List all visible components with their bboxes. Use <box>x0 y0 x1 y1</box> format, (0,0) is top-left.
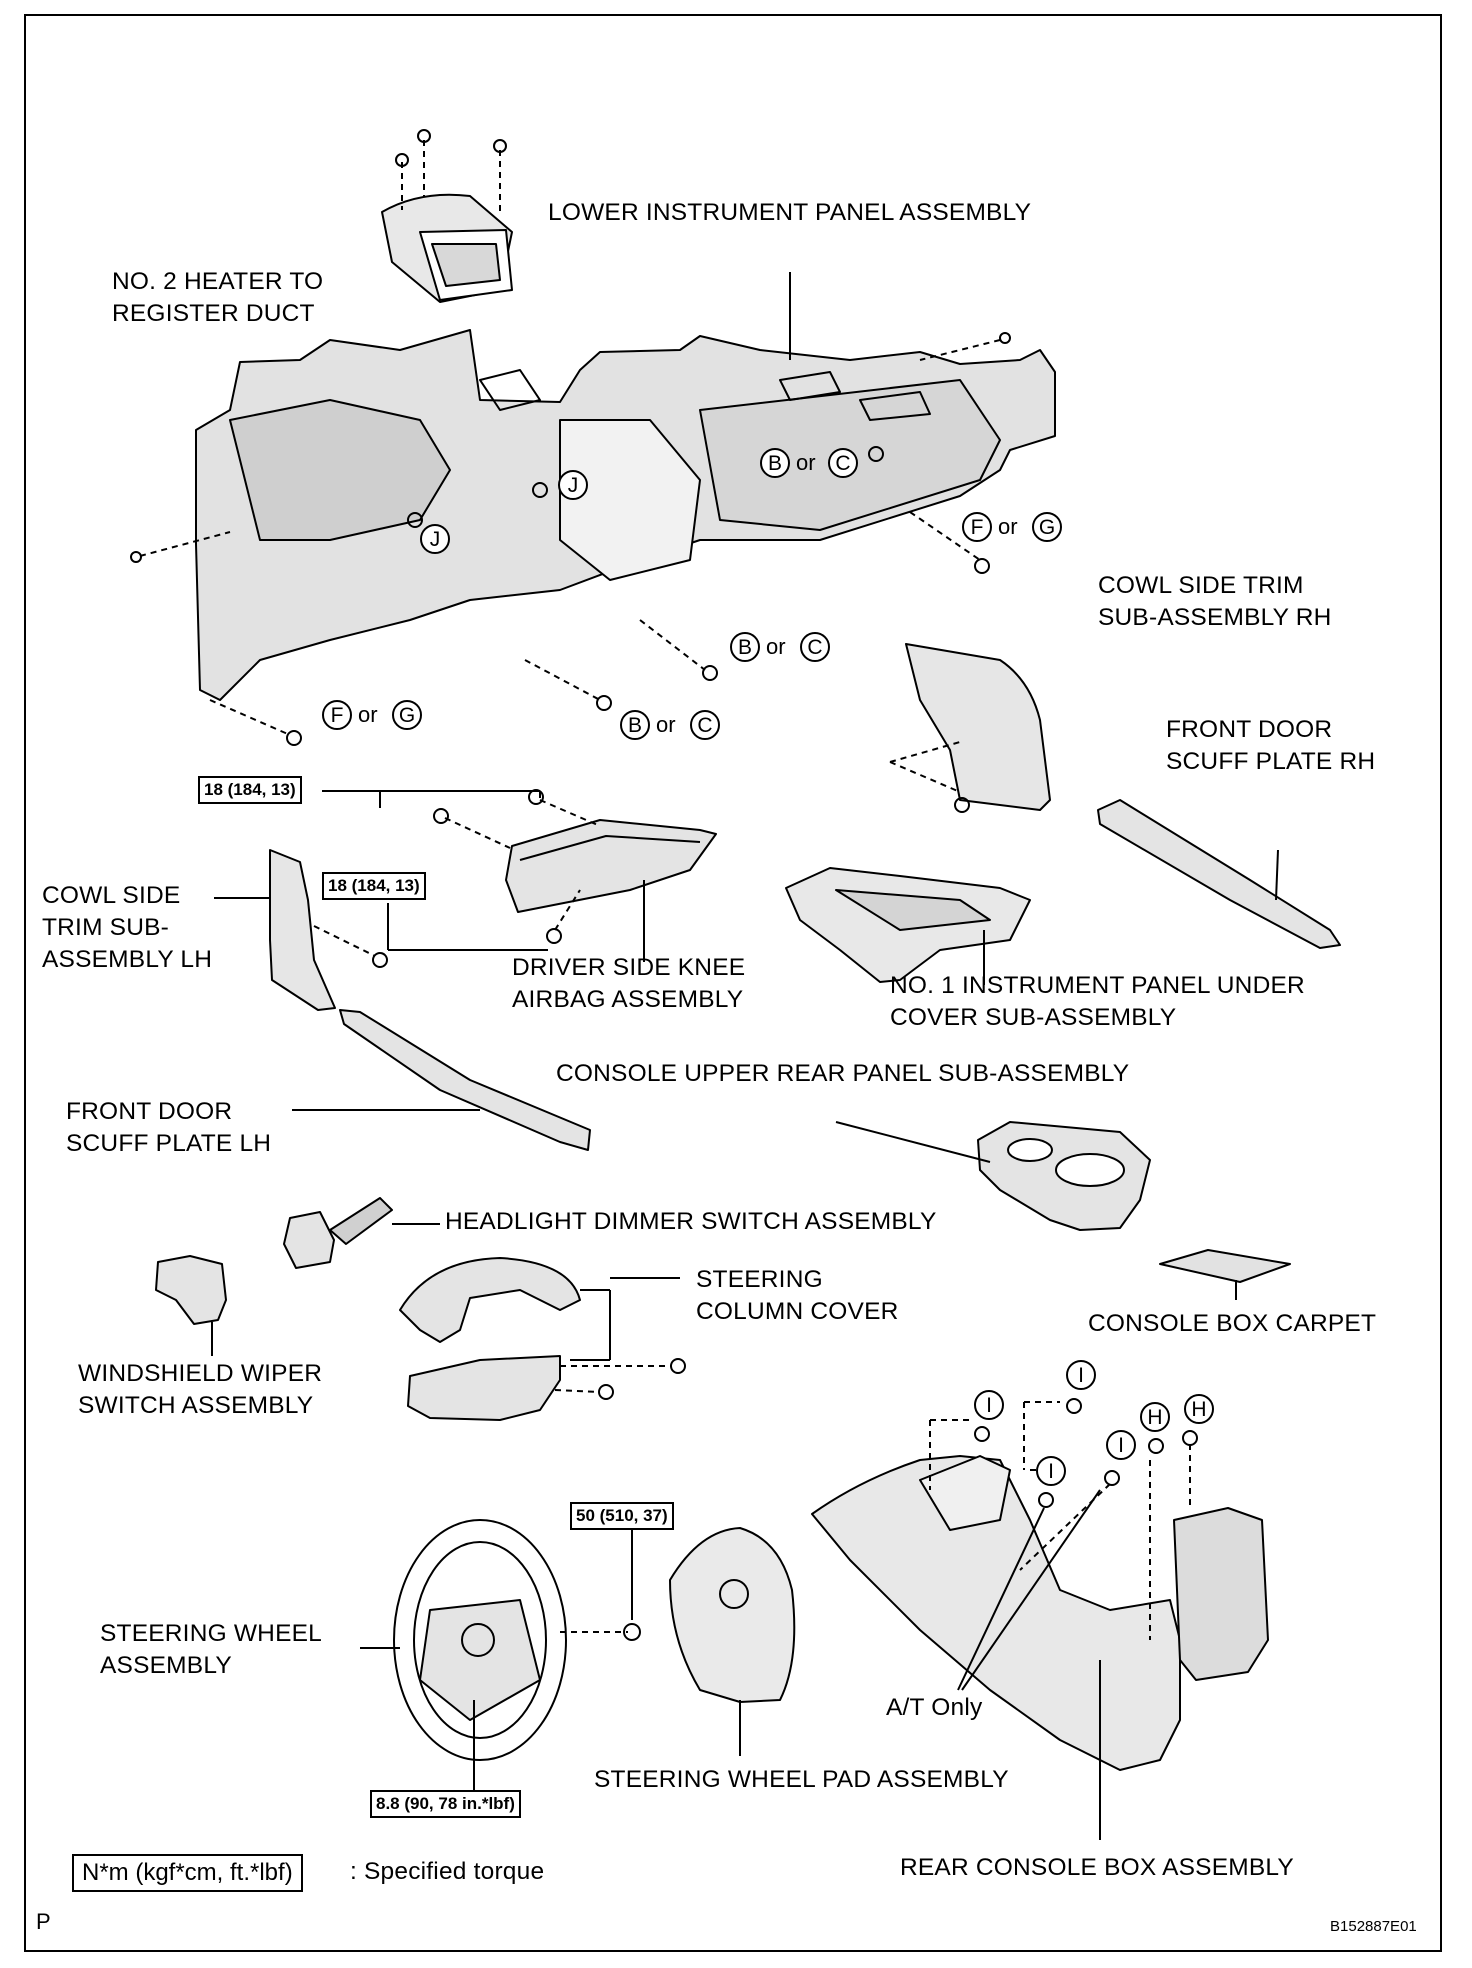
headlight-switch-drawing <box>283 1197 440 1269</box>
torque-wheel-screw: 8.8 (90, 78 in.*lbf) <box>370 1790 521 1818</box>
label-cowl-rh-line2: SUB-ASSEMBLY RH <box>1098 604 1332 631</box>
code-i-3: I <box>1106 1430 1136 1460</box>
label-headlight-switch: HEADLIGHT DIMMER SWITCH ASSEMBLY <box>445 1208 937 1235</box>
label-lower-panel: LOWER INSTRUMENT PANEL ASSEMBLY <box>548 199 1032 226</box>
code-j-center: J <box>558 470 588 500</box>
label-cowl-rh-line1: COWL SIDE TRIM <box>1098 572 1304 599</box>
code-f-right: F <box>962 512 992 542</box>
code-c-upper: C <box>828 448 858 478</box>
scuff-plate-rh-drawing <box>1097 799 1341 949</box>
cowl-trim-lh-drawing <box>214 849 388 1011</box>
console-upper-drawing <box>835 1121 1151 1231</box>
or-text-right: or <box>998 514 1018 539</box>
label-under-cover-line2: COVER SUB-ASSEMBLY <box>890 1004 1177 1031</box>
label-knee-airbag-line2: AIRBAG ASSEMBLY <box>512 986 744 1013</box>
or-text-upper: or <box>796 450 816 475</box>
label-wheel-line2: ASSEMBLY <box>100 1652 232 1679</box>
label-scuff-rh-line2: SCUFF PLATE RH <box>1166 748 1376 775</box>
figure-id: B152887E01 <box>1330 1918 1417 1935</box>
label-rear-console: REAR CONSOLE BOX ASSEMBLY <box>900 1854 1294 1881</box>
label-heater-duct-line2: REGISTER DUCT <box>112 300 315 327</box>
legend-unit-box: N*m (kgf*cm, ft.*lbf) <box>72 1854 303 1892</box>
steering-wheel-drawing <box>360 1519 641 1800</box>
carpet-drawing <box>1159 1249 1291 1300</box>
column-cover-drawing <box>399 1257 686 1421</box>
label-wiper-line1: WINDSHIELD WIPER <box>78 1360 323 1387</box>
label-column-cover-line2: COLUMN COVER <box>696 1298 899 1325</box>
label-wheel-line1: STEERING WHEEL <box>100 1620 322 1647</box>
wiper-switch-drawing <box>155 1255 227 1356</box>
label-scuff-lh-line2: SCUFF PLATE LH <box>66 1130 272 1157</box>
knee-airbag-drawing <box>322 789 717 962</box>
code-j-left: J <box>420 524 450 554</box>
label-carpet: CONSOLE BOX CARPET <box>1088 1310 1377 1337</box>
label-scuff-rh-line1: FRONT DOOR <box>1166 716 1333 743</box>
label-cowl-lh-line1: COWL SIDE <box>42 882 181 909</box>
under-cover-drawing <box>785 867 1031 985</box>
label-knee-airbag-line1: DRIVER SIDE KNEE <box>512 954 746 981</box>
code-b-lower: B <box>620 710 650 740</box>
label-cowl-lh-line3: ASSEMBLY LH <box>42 946 213 973</box>
label-cowl-lh-line2: TRIM SUB- <box>42 914 170 941</box>
label-scuff-lh-line1: FRONT DOOR <box>66 1098 233 1125</box>
torque-knee-top: 18 (184, 13) <box>198 776 302 804</box>
code-i-1: I <box>974 1390 1004 1420</box>
torque-wheel-nut: 50 (510, 37) <box>570 1502 674 1530</box>
cowl-trim-rh-drawing <box>889 643 1051 813</box>
code-i-2: I <box>1066 1360 1096 1390</box>
code-c-middle: C <box>800 632 830 662</box>
label-heater-duct-line1: NO. 2 HEATER TO <box>112 268 324 295</box>
scuff-plate-lh-drawing <box>292 1009 591 1151</box>
code-h-1: H <box>1140 1402 1170 1432</box>
code-h-2: H <box>1184 1394 1214 1424</box>
or-text-left: or <box>358 702 378 727</box>
code-g-left: G <box>392 700 422 730</box>
code-b-middle: B <box>730 632 760 662</box>
code-b-upper: B <box>760 448 790 478</box>
label-wheel-pad: STEERING WHEEL PAD ASSEMBLY <box>594 1766 1009 1793</box>
code-f-left: F <box>322 700 352 730</box>
label-under-cover-line1: NO. 1 INSTRUMENT PANEL UNDER <box>890 972 1305 999</box>
heater-duct-drawing <box>381 129 513 303</box>
code-i-4: I <box>1036 1456 1066 1486</box>
label-console-upper: CONSOLE UPPER REAR PANEL SUB-ASSEMBLY <box>556 1060 1130 1087</box>
torque-knee-bottom: 18 (184, 13) <box>322 872 426 900</box>
code-c-lower: C <box>690 710 720 740</box>
rear-console-drawing <box>811 1398 1269 1840</box>
lower-instrument-panel-drawing <box>130 272 1056 746</box>
corner-letter: P <box>36 1909 51 1934</box>
label-at-only: A/T Only <box>886 1694 983 1721</box>
code-g-right: G <box>1032 512 1062 542</box>
label-column-cover-line1: STEERING <box>696 1266 823 1293</box>
or-text-middle: or <box>766 634 786 659</box>
wheel-pad-drawing <box>669 1527 796 1756</box>
or-text-lower: or <box>656 712 676 737</box>
diagram-frame <box>24 14 1442 1952</box>
legend-text: : Specified torque <box>350 1858 545 1885</box>
label-wiper-line2: SWITCH ASSEMBLY <box>78 1392 314 1419</box>
